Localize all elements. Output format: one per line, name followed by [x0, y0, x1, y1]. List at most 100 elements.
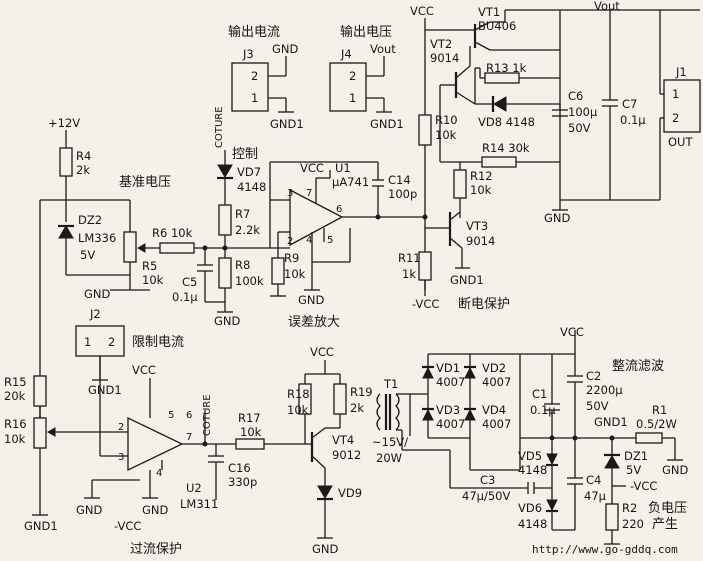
u1-opamp — [269, 161, 425, 297]
label-c1-value: 0.1μ — [530, 403, 556, 417]
label-r2-value: 220 — [622, 517, 644, 531]
label-gnd1-right: GND1 — [594, 415, 628, 429]
label-vd2-model: 4007 — [482, 375, 511, 389]
label-c16-value: 330p — [228, 475, 257, 489]
label-j3-title: 输出电流 — [228, 24, 280, 40]
label-gnd-c5: GND — [214, 314, 241, 328]
label-c6-voltage: 50V — [568, 121, 591, 135]
label-vt2-model: 9014 — [430, 51, 459, 65]
label-r11: R11 — [398, 251, 421, 265]
label-r14: R14 30k — [482, 141, 530, 155]
label-r17: R17 — [238, 411, 261, 425]
label-r5: R5 — [142, 259, 157, 273]
label-gnd-out: GND — [544, 211, 571, 225]
label-vd6-model: 4148 — [518, 517, 547, 531]
label-j1: J1 — [675, 65, 687, 79]
label-r5-value: 10k — [142, 273, 164, 287]
label-u2-model: LM311 — [180, 497, 218, 511]
label-r11-value: 1k — [402, 267, 416, 281]
label-r18-value: 10k — [287, 403, 309, 417]
label-vd7-value: 4148 — [237, 180, 266, 194]
label-u2-pin3: 3 — [118, 452, 124, 463]
label-t1: T1 — [383, 377, 398, 391]
label-c2-value: 2200μ — [586, 383, 623, 397]
label-r1: R1 — [652, 403, 667, 417]
label-r19-value: 2k — [350, 401, 364, 415]
label-control: 控制 — [232, 147, 258, 162]
label-r10: R10 — [435, 113, 458, 127]
label-overcurrent: 过流保护 — [130, 542, 182, 557]
label-r9-value: 10k — [284, 267, 306, 281]
label-vd1-model: 4007 — [436, 375, 465, 389]
label-u1-pin3: 3 — [287, 188, 293, 199]
label-vout-top: Vout — [594, 0, 620, 13]
label-c14-value: 100p — [388, 187, 417, 201]
label-u1-model: μA741 — [332, 175, 369, 189]
label-r1-value: 0.5/2W — [636, 417, 677, 431]
label-vd3: VD3 — [436, 403, 460, 417]
label-u1-pin5: 5 — [327, 235, 333, 246]
label-c4-value: 47μ — [584, 489, 607, 503]
label-c2: C2 — [586, 369, 601, 383]
label-u1-pin7: 7 — [306, 188, 312, 199]
label-gnd-vt4: GND — [312, 542, 339, 556]
label-vt2: VT2 — [430, 37, 452, 51]
label-out: OUT — [668, 135, 693, 149]
label-j3-gnd1: GND1 — [270, 117, 304, 131]
label-c2-voltage: 50V — [586, 399, 609, 413]
label-r2: R2 — [622, 501, 637, 515]
label-u1: U1 — [335, 161, 351, 175]
output-stage — [418, 9, 701, 296]
label-r16-value: 10k — [4, 432, 26, 446]
label-minus-vcc-u2: -VCC — [114, 519, 141, 533]
label-rect-filter: 整流滤波 — [612, 359, 664, 374]
label-j4: J4 — [340, 47, 352, 61]
label-vt1-model: BU406 — [478, 19, 516, 33]
label-coture-1: COTURE — [214, 106, 225, 148]
label-neg-gen-2: 产生 — [652, 517, 678, 532]
label-vcc-top: VCC — [410, 4, 434, 18]
label-dz2-model: LM336 — [78, 231, 116, 245]
label-error-amp: 误差放大 — [288, 315, 340, 330]
label-coture-2: COTURE — [202, 394, 213, 436]
label-j3: J3 — [242, 47, 254, 61]
label-r4: R4 — [76, 149, 91, 163]
label-c3: C3 — [480, 473, 495, 487]
label-u2-pin7: 7 — [186, 432, 192, 443]
label-u2-pin5: 5 — [168, 410, 174, 421]
label-u2-vcc: VCC — [132, 363, 156, 377]
label-gnd1-left: GND1 — [24, 519, 58, 533]
label-gnd-u1: GND — [298, 293, 325, 307]
label-j1-pin1: 1 — [672, 87, 679, 101]
label-minus-vcc-right: -VCC — [630, 479, 657, 493]
label-c5-value: 0.1μ — [172, 290, 198, 304]
label-r12: R12 — [470, 169, 493, 183]
label-r15-value: 20k — [4, 389, 26, 403]
label-j4-vout: Vout — [370, 42, 396, 56]
label-j1-pin2: 2 — [672, 111, 679, 125]
label-vd5: VD5 — [518, 449, 542, 463]
label-dz2-value: 5V — [80, 248, 95, 262]
label-r7-value: 2.2k — [235, 223, 260, 237]
label-t1-value: ~15V/ — [372, 435, 408, 449]
label-gnd1-vt3: GND1 — [450, 273, 484, 287]
label-r12-value: 10k — [470, 183, 492, 197]
label-vt3-model: 9014 — [466, 234, 495, 248]
label-vd4-model: 4007 — [482, 417, 511, 431]
label-j4-pin2: 2 — [349, 69, 356, 83]
label-vd2: VD2 — [482, 361, 506, 375]
label-vt4: VT4 — [332, 433, 354, 447]
label-dz2: DZ2 — [78, 213, 102, 227]
label-dz1: DZ1 — [624, 449, 648, 463]
label-vt3: VT3 — [466, 219, 488, 233]
label-dz1-value: 5V — [626, 463, 641, 477]
label-j2-pin1: 1 — [84, 335, 91, 349]
reference-voltage-section — [39, 130, 290, 420]
source-url: http://www.go-gddq.com — [532, 543, 678, 556]
label-vd9: VD9 — [338, 486, 362, 500]
label-u1-pin2: 2 — [287, 236, 293, 247]
label-gnd-u2b: GND — [142, 503, 169, 517]
label-vt1: VT1 — [478, 5, 500, 19]
label-c4: C4 — [586, 473, 601, 487]
